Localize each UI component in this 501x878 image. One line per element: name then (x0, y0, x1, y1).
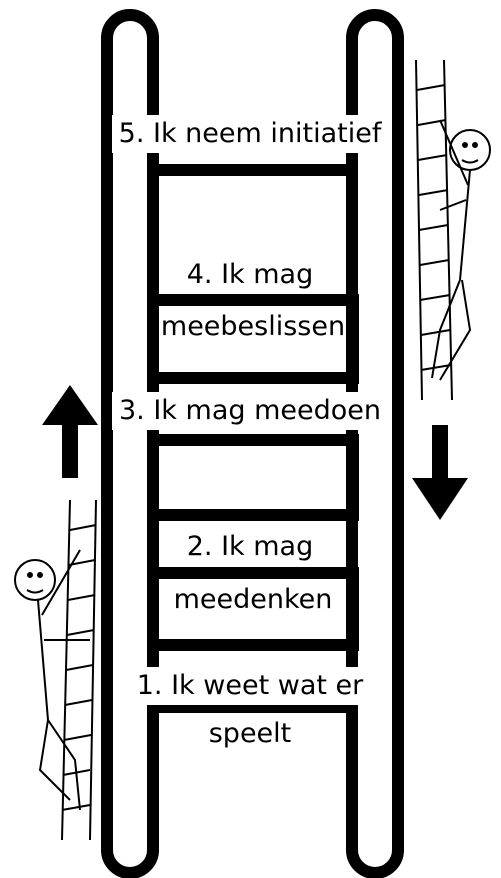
climbing-stickman-icon-right (415, 59, 491, 401)
climbing-stickman-icon-left (14, 499, 97, 841)
step-2-label-line1: 2. Ik mag (186, 531, 314, 562)
step-2-label-line2: meedenken (165, 581, 341, 619)
step-4-label-line2: meebeslissen (160, 308, 346, 346)
step-3-label: 3. Ik mag meedoen (112, 392, 388, 430)
step-1-label-line2: speelt (208, 718, 292, 749)
step-1-label-line1: 1. Ik weet wat er (120, 667, 380, 705)
arrow-up-icon (42, 385, 98, 478)
rung-4 (147, 294, 359, 384)
step-4-label-line1: 4. Ik mag (186, 259, 314, 290)
ladder-rungs (147, 164, 359, 713)
rung-2 (147, 567, 359, 651)
rung-3 (147, 434, 359, 521)
arrow-down-icon (412, 425, 468, 520)
step-5-label: 5. Ik neem initiatief (112, 115, 388, 153)
